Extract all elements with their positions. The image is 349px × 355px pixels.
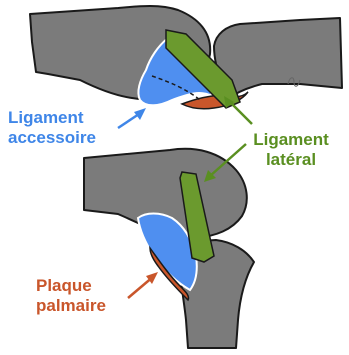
top-joint [30,6,342,109]
label-lateral-ligament: Ligament latéral [236,130,346,170]
label-lateral-line2: latéral [236,150,346,170]
label-accessory-ligament: Ligament accessoire [8,108,96,148]
label-lateral-line1: Ligament [236,130,346,150]
accessory-arrowhead [134,108,146,120]
bottom-joint [84,149,254,348]
label-palmar-line1: Plaque [36,276,106,296]
label-palmar-plate: Plaque palmaire [36,276,106,316]
label-accessory-line2: accessoire [8,128,96,148]
label-accessory-line1: Ligament [8,108,96,128]
label-palmar-line2: palmaire [36,296,106,316]
